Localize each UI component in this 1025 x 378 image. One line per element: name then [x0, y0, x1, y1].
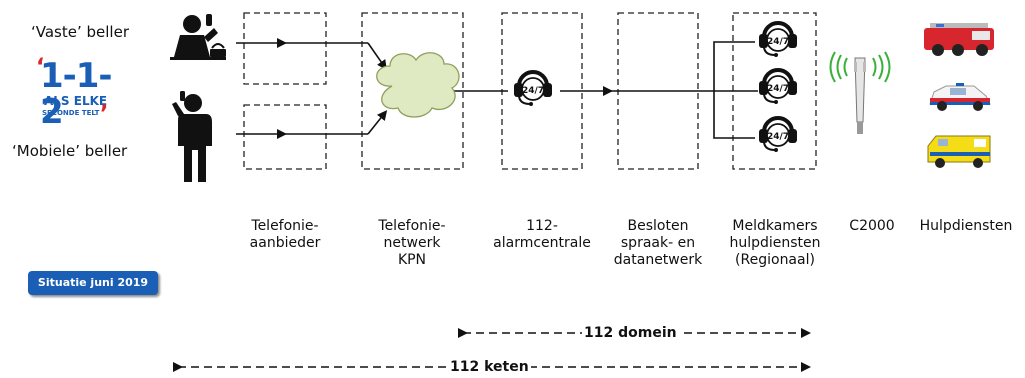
mobile-person-icon [172, 91, 212, 182]
situation-badge: Situatie juni 2019 [28, 271, 158, 295]
headset-label: 24/7 [767, 132, 789, 142]
label-network: Telefonie- netwerk KPN [378, 218, 446, 268]
headset-label: 24/7 [767, 37, 789, 47]
label-provider: Telefonie- aanbieder [249, 218, 321, 251]
label-c2000: C2000 [849, 218, 895, 234]
ambulance-icon [927, 135, 991, 168]
network-box [361, 12, 464, 170]
label-closed-network: Besloten spraak- en datanetwerk [613, 218, 703, 268]
logo-tagline-1: ALS ELKE [44, 94, 108, 108]
headset-label: 24/7 [767, 84, 789, 94]
fixed-caller-label: ‘Vaste’ beller [31, 23, 129, 41]
provider-box-bottom [243, 104, 327, 170]
label-alarm-centre: 112- alarmcentrale [493, 218, 591, 251]
logo-quote-close: ’ [100, 102, 109, 127]
police-car-icon [929, 83, 991, 111]
dispatch-headset-icon-3: 24/7 [757, 116, 799, 154]
logo-number: 1-1-2 [40, 56, 113, 132]
connection-lines [236, 38, 758, 139]
headset-label: 24/7 [522, 86, 544, 96]
chain-range-label: 112 keten [448, 359, 531, 375]
provider-box-top [243, 12, 327, 85]
domain-range-label: 112 domein [582, 325, 679, 341]
label-services: Hulpdiensten [919, 218, 1013, 234]
dispatch-headset-icon-1: 24/7 [757, 21, 799, 59]
alarm-headset-icon: 24/7 [512, 70, 554, 108]
mobile-caller-label: ‘Mobiele’ beller [12, 142, 128, 160]
label-dispatch: Meldkamers hulpdiensten (Regionaal) [729, 218, 821, 268]
cloud-icon [376, 52, 460, 118]
fire-truck-icon [924, 23, 994, 56]
antenna-icon [829, 51, 891, 134]
logo-tagline-2: SECONDE TELT [42, 109, 100, 117]
dispatch-headset-icon-2: 24/7 [757, 68, 799, 106]
logo-112: ‘ 1-1-2 ALS ELKE SECONDE TELT ’ [30, 55, 113, 132]
person-phone-icon [170, 14, 226, 60]
logo-quote-open: ‘ [36, 55, 45, 80]
